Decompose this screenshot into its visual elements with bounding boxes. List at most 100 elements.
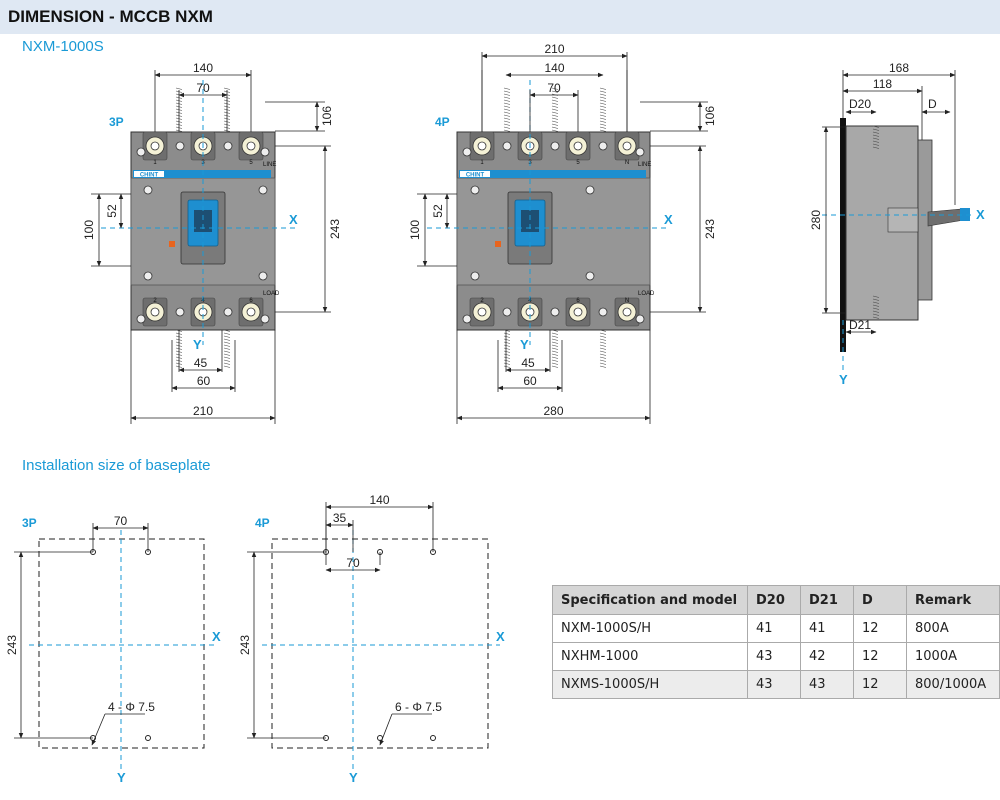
corner-screw: [462, 314, 472, 324]
cell-spec: NXHM-1000: [552, 642, 748, 671]
terminal-spring: [175, 87, 183, 90]
terminal-spring: [503, 123, 511, 126]
side-spring: [872, 307, 880, 310]
dim-45-label: 45: [521, 356, 535, 370]
cover-screw: [470, 185, 480, 195]
terminal-spring: [503, 114, 511, 117]
side-spring: [872, 313, 880, 316]
terminal-spring: [599, 350, 607, 353]
terminal-spring: [223, 362, 231, 365]
terminal-number-bottom: 6: [576, 298, 580, 304]
dim-base-label: 35: [333, 511, 347, 525]
bottom-terminal-3-screw: [573, 307, 583, 317]
terminal-spring: [223, 350, 231, 353]
terminal-spring: [503, 111, 511, 114]
terminal-spring: [551, 335, 559, 338]
side-handle-base: [887, 207, 919, 233]
terminal-number-top: 1: [153, 160, 157, 166]
terminal-spring: [223, 335, 231, 338]
brand-strip: [459, 170, 646, 178]
aux-screw-bottom: [175, 307, 185, 317]
table-header-row: Specification and model D20 D21 D Remark: [552, 585, 1000, 615]
terminal-spring: [551, 126, 559, 129]
brand-logo-text: CHINT: [140, 173, 159, 179]
corner-screw: [260, 147, 270, 157]
dim-118-label: 118: [873, 77, 892, 91]
dim-243-label: 243: [703, 219, 717, 239]
cell-d21: 41: [800, 614, 854, 643]
dim-106-label: 106: [320, 106, 334, 126]
terminal-spring: [551, 347, 559, 350]
brand-strip: [133, 170, 271, 178]
dim-100-label: 100: [82, 220, 96, 240]
terminal-spring: [599, 353, 607, 356]
terminal-spring: [551, 123, 559, 126]
cell-remark: 800A: [906, 614, 1000, 643]
cover-screw: [470, 271, 480, 281]
front-view-3p: CHINT135246LINELOADXY1407010624310052456…: [82, 61, 342, 424]
side-spring: [872, 125, 880, 128]
cell-d20: 43: [747, 642, 801, 671]
terminal-spring: [599, 344, 607, 347]
side-spring: [872, 140, 880, 143]
top-terminal-3-screw: [573, 141, 583, 151]
corner-screw: [635, 314, 645, 324]
cell-d21: 43: [800, 670, 854, 699]
dim-168-label: 168: [889, 61, 909, 75]
mounting-hole: [145, 735, 151, 741]
terminal-spring: [599, 362, 607, 365]
side-spring: [872, 137, 880, 140]
terminal-spring: [599, 120, 607, 123]
side-spring: [872, 298, 880, 301]
cell-remark: 1000A: [906, 642, 1000, 671]
brand-logo-text: CHINT: [466, 173, 485, 179]
terminal-spring: [503, 102, 511, 105]
bottom-terminal-1-screw: [477, 307, 487, 317]
baseplate-y-label: Y: [117, 770, 126, 785]
terminal-spring: [551, 338, 559, 341]
aux-screw-bottom: [502, 307, 512, 317]
side-spring: [872, 134, 880, 137]
handle-grip: [194, 210, 212, 232]
corner-screw: [260, 314, 270, 324]
aux-screw-top: [175, 141, 185, 151]
terminal-spring: [503, 365, 511, 368]
aux-screw-bottom: [223, 307, 233, 317]
terminal-spring: [599, 117, 607, 120]
cell-remark: 800/1000A: [906, 670, 1000, 699]
aux-screw-bottom: [598, 307, 608, 317]
side-spring: [872, 128, 880, 131]
breaker-cover: [456, 177, 651, 286]
terminal-spring: [599, 329, 607, 332]
terminal-spring: [551, 96, 559, 99]
terminal-spring: [599, 105, 607, 108]
terminal-spring: [223, 341, 231, 344]
dim-210-top-label: 210: [544, 42, 564, 56]
baseplate-pole-label: 4P: [255, 516, 270, 530]
terminal-spring: [503, 344, 511, 347]
x-axis-label: X: [289, 212, 298, 227]
side-handle-tip: [960, 208, 970, 221]
dim-243-base-label: 243: [5, 635, 19, 655]
top-terminal-1-screw: [150, 141, 160, 151]
terminal-spring: [551, 359, 559, 362]
dim-106-label: 106: [703, 106, 717, 126]
dim-45-label: 45: [194, 356, 208, 370]
terminal-spring: [551, 356, 559, 359]
trip-indicator: [169, 241, 175, 247]
aux-screw-bottom: [550, 307, 560, 317]
terminal-spring: [503, 353, 511, 356]
dim-52-label: 52: [431, 204, 445, 218]
cell-d20: 43: [747, 670, 801, 699]
aux-screw-top: [223, 141, 233, 151]
terminal-spring: [551, 129, 559, 132]
terminal-spring: [551, 120, 559, 123]
load-label: LOAD: [263, 291, 280, 297]
terminal-spring: [503, 96, 511, 99]
cover-screw: [143, 271, 153, 281]
terminal-spring: [599, 356, 607, 359]
terminal-spring: [599, 96, 607, 99]
terminal-spring: [503, 108, 511, 111]
terminal-spring: [503, 350, 511, 353]
